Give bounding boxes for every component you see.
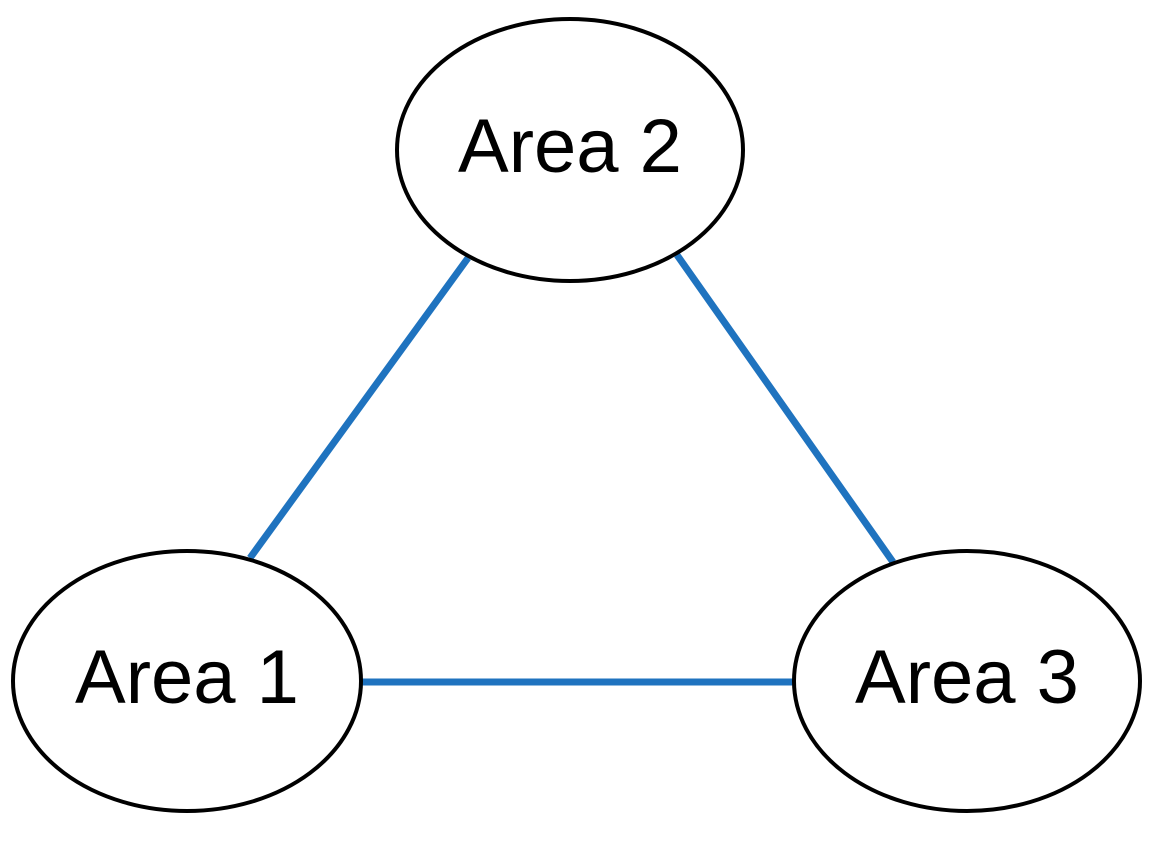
node-area-1-ellipse — [11, 549, 363, 813]
node-area-3-label: Area 3 — [855, 635, 1079, 720]
edge-area-2-area-1 — [247, 255, 471, 561]
node-area-2-label: Area 2 — [458, 104, 682, 189]
node-area-3[interactable]: Area 3 — [792, 549, 1142, 813]
node-area-2-ellipse — [395, 17, 745, 283]
edge-area-2-area-3 — [674, 252, 896, 565]
node-area-3-ellipse — [792, 549, 1142, 813]
node-area-1-label: Area 1 — [75, 635, 299, 720]
node-area-1[interactable]: Area 1 — [11, 549, 363, 813]
node-area-2[interactable]: Area 2 — [395, 17, 745, 283]
